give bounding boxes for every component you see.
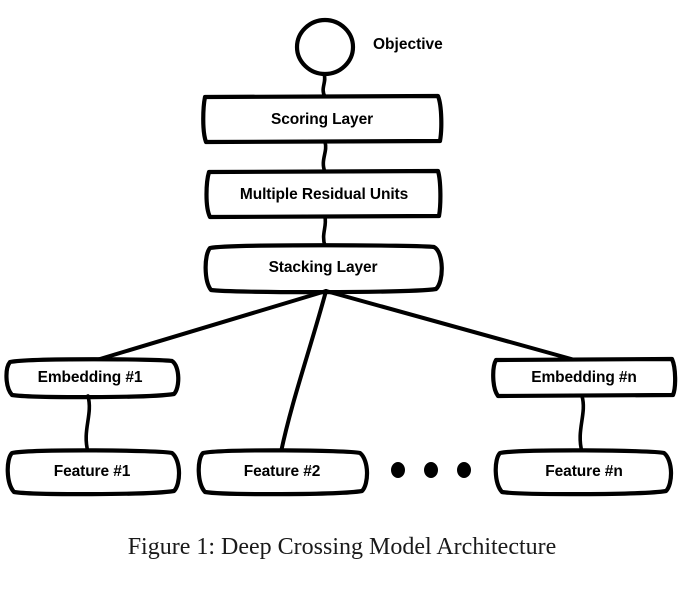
ellipsis-dots [391, 462, 471, 478]
feature-1-box [5, 448, 182, 497]
feature-n-label: Feature #n [545, 463, 622, 480]
node-feature-2: Feature #2 [196, 448, 370, 497]
ellipsis-dot-2 [424, 462, 438, 478]
edge-objective-scoring [321, 72, 327, 99]
node-embedding-n: Embedding #n [491, 356, 678, 399]
ellipsis-dot-1 [391, 462, 405, 478]
feature-1-label: Feature #1 [54, 463, 131, 480]
edge-scoring-residual [321, 140, 328, 174]
edge-embeddingn-featuren [578, 394, 586, 454]
node-embedding-1: Embedding #1 [4, 357, 181, 400]
node-objective: Objective [294, 17, 443, 77]
edge-residual-stacking [321, 215, 328, 248]
node-scoring-layer: Scoring Layer [201, 93, 444, 145]
edge-stacking-embedding1 [88, 289, 328, 364]
embedding-n-box [491, 356, 678, 399]
objective-label: Objective [373, 36, 443, 53]
edge-embedding1-feature1 [84, 394, 92, 454]
ellipsis-dot-3 [457, 462, 471, 478]
embedding-n-label: Embedding #n [531, 369, 637, 386]
residual-units-label: Multiple Residual Units [240, 186, 408, 203]
feature-2-box [196, 448, 370, 497]
embedding-1-label: Embedding #1 [38, 369, 143, 386]
edge-stacking-embeddingn [324, 289, 584, 364]
scoring-layer-label: Scoring Layer [271, 111, 373, 128]
node-stacking-layer: Stacking Layer [203, 243, 444, 295]
node-feature-1: Feature #1 [5, 448, 182, 497]
feature-2-label: Feature #2 [244, 463, 321, 480]
residual-units-box [204, 168, 443, 220]
embedding-1-box [4, 357, 181, 400]
edge-stacking-feature2 [279, 289, 328, 454]
feature-n-box [493, 448, 674, 497]
objective-circle [294, 17, 356, 77]
stacking-layer-label: Stacking Layer [269, 259, 378, 276]
node-feature-n: Feature #n [493, 448, 674, 497]
figure-caption: Figure 1: Deep Crossing Model Architectu… [127, 534, 557, 560]
stacking-layer-box [203, 243, 444, 295]
architecture-diagram: Objective Scoring Layer Multiple Residua… [4, 17, 678, 497]
scoring-layer-box [201, 93, 444, 145]
node-residual-units: Multiple Residual Units [204, 168, 443, 220]
